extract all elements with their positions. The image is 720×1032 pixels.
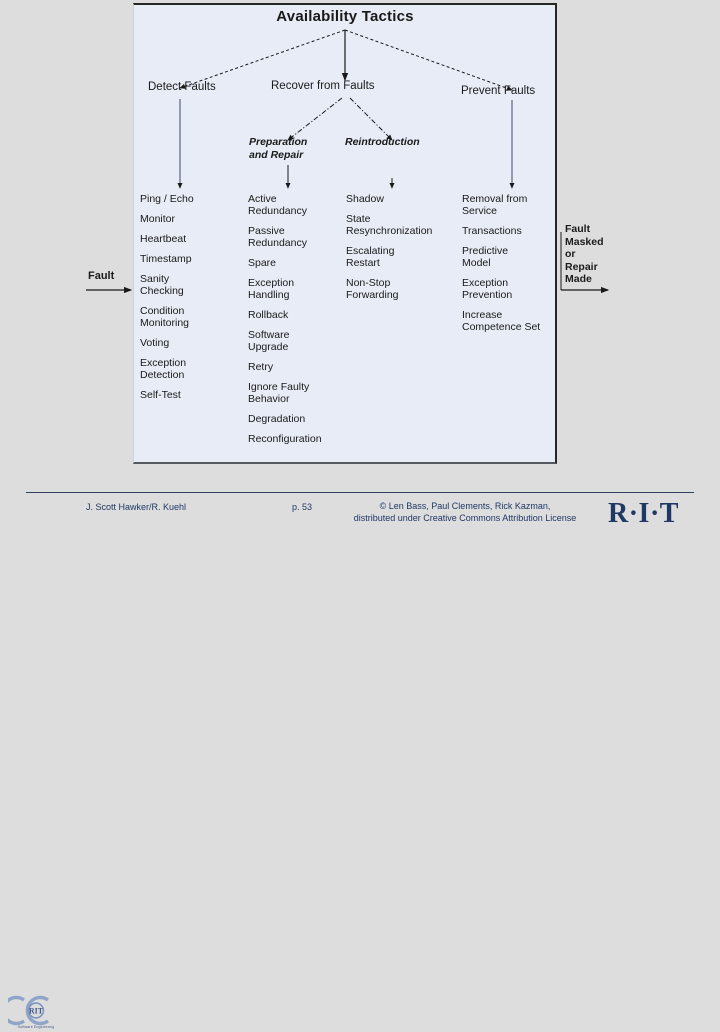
software-engineering-logo-caption: Software Engineering	[17, 1025, 55, 1029]
tactic-item: Monitor	[140, 213, 176, 225]
tactic-column-detect-faults: Ping / Echo Monitor Heartbeat Timestamp …	[140, 193, 240, 409]
node-reintroduction: Reintroduction	[345, 136, 420, 148]
tactic-item: Voting	[140, 337, 170, 349]
tactic-item: Condition Monitoring	[140, 305, 190, 329]
tactic-item: Increase Competence Set	[462, 309, 541, 333]
tactic-item: Exception Handling	[248, 277, 295, 301]
tactic-item: Ping / Echo	[140, 193, 194, 205]
tactic-column-preparation-and-repair: Active Redundancy Passive Redundancy Spa…	[248, 193, 344, 453]
tactic-column-prevent-faults: Removal from Service Transactions Predic…	[462, 193, 560, 341]
node-detect-faults: Detect Faults	[148, 81, 216, 93]
tactic-item: Sanity Checking	[140, 273, 184, 297]
footer-author: J. Scott Hawker/R. Kuehl	[86, 502, 187, 512]
tactic-item: State Resynchronization	[346, 213, 433, 237]
tactic-item: Active Redundancy	[248, 193, 307, 217]
tactic-item: Non-Stop Forwarding	[346, 277, 399, 301]
tactic-item: Passive Redundancy	[248, 225, 307, 249]
footer-divider	[26, 492, 694, 493]
tactic-item: Spare	[248, 257, 277, 269]
tactic-item: Rollback	[248, 309, 289, 321]
tactic-item: Exception Prevention	[462, 277, 513, 301]
tactic-item: Retry	[248, 361, 274, 373]
tactic-item: Exception Detection	[140, 357, 187, 381]
tactic-item: Heartbeat	[140, 233, 187, 245]
tactic-item: Timestamp	[140, 253, 192, 265]
footer-credit: © Len Bass, Paul Clements, Rick Kazman, …	[353, 501, 577, 523]
tactic-column-reintroduction: Shadow State Resynchronization Escalatin…	[346, 193, 452, 309]
tactic-item: Predictive Model	[462, 245, 509, 269]
tactic-item: Software Upgrade	[248, 329, 290, 353]
tactic-item: Removal from Service	[462, 193, 528, 217]
tactic-item: Reconfiguration	[248, 433, 322, 445]
tactic-item: Transactions	[462, 225, 522, 237]
footer-page-number: p. 53	[292, 502, 313, 512]
tactic-item: Escalating Restart	[346, 245, 395, 269]
node-recover-from-faults: Recover from Faults	[271, 80, 375, 92]
node-prevent-faults: Prevent Faults	[461, 85, 536, 97]
node-preparation-and-repair: Preparation and Repair	[249, 136, 308, 161]
slide-canvas: Availability Tactics Detect Faults Recov…	[8, 3, 694, 1029]
tactic-item: Degradation	[248, 413, 306, 425]
rit-wordmark: R·I·T	[608, 498, 679, 529]
tactic-item: Ignore Faulty Behavior	[248, 381, 310, 405]
label-fault-in: Fault	[88, 270, 115, 282]
diagram-title: Availability Tactics	[276, 8, 414, 25]
svg-text:RIT: RIT	[29, 1006, 44, 1015]
label-fault-out: Fault Masked or Repair Made	[565, 223, 604, 285]
tactic-item: Shadow	[346, 193, 384, 205]
tactic-item: Self-Test	[140, 389, 181, 401]
